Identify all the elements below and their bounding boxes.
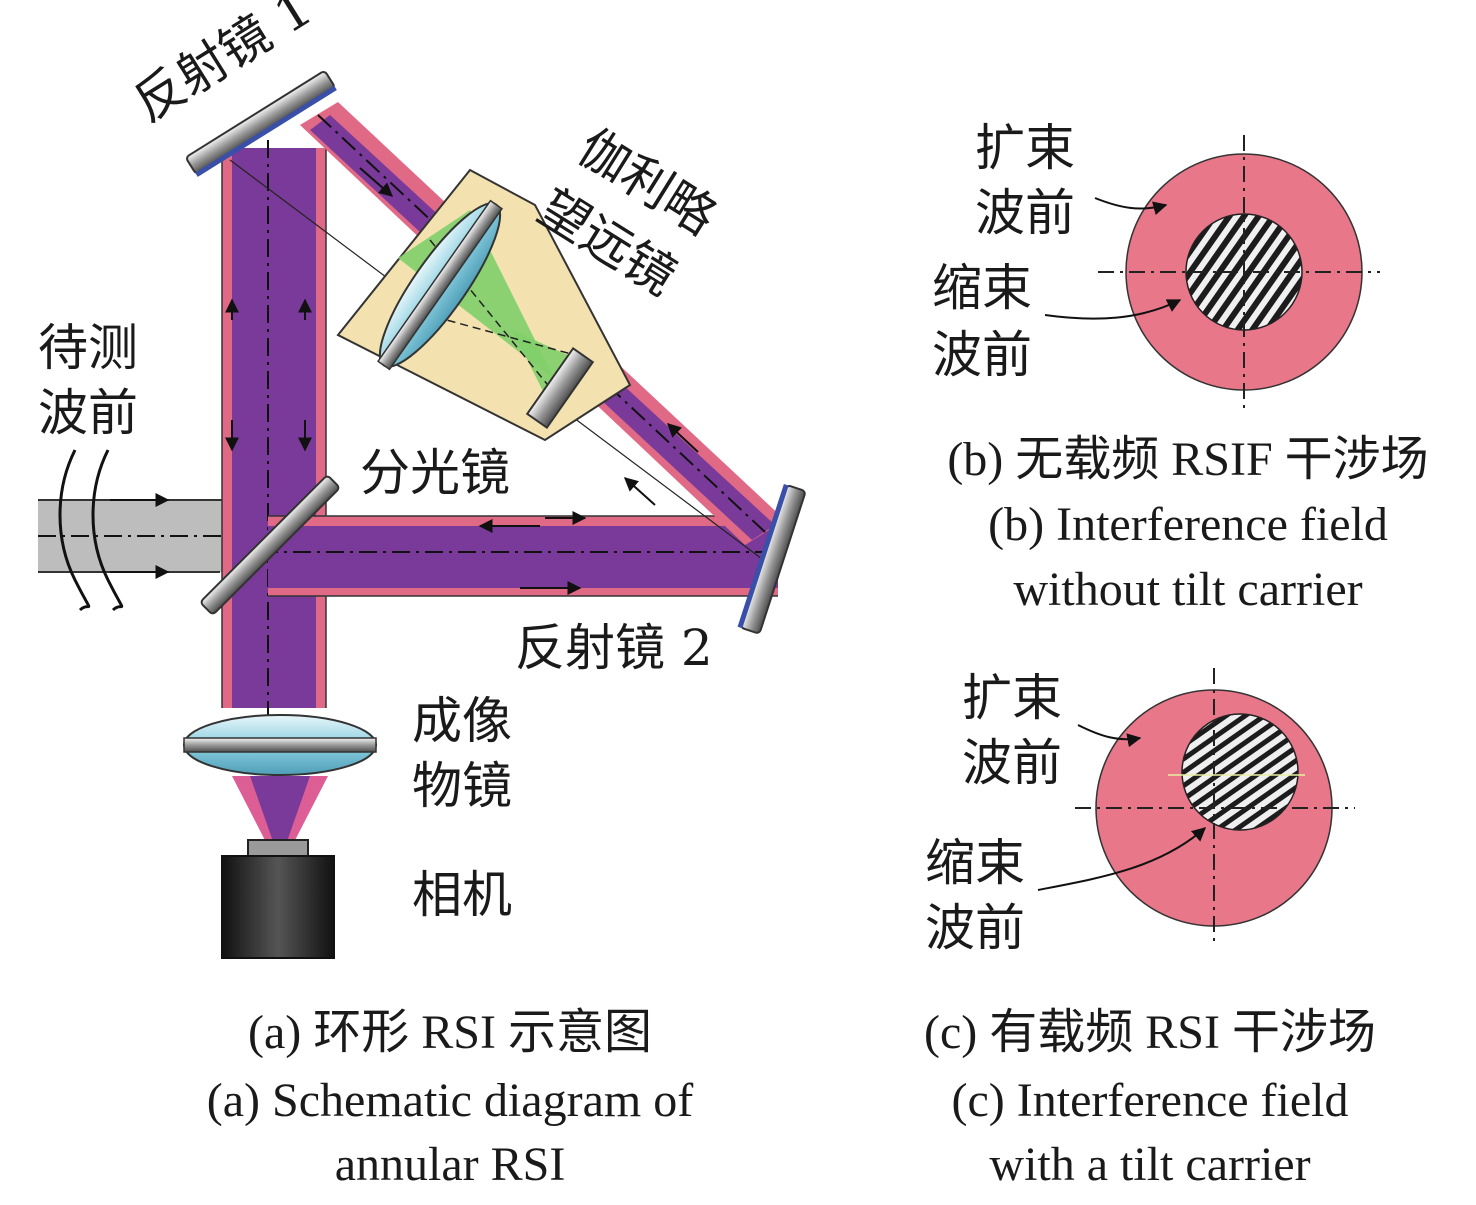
mirror-2[interactable] xyxy=(737,484,806,634)
galilean-telescope xyxy=(336,168,632,442)
caption-b-en-2: without tilt carrier xyxy=(1013,563,1362,616)
mirror-1[interactable] xyxy=(186,71,337,177)
caption-c-en-2: with a tilt carrier xyxy=(989,1138,1310,1191)
caption-a-en-2: annular RSI xyxy=(335,1138,566,1191)
label-c-contracted-line2: 波前 xyxy=(925,899,1025,957)
imaging-lens[interactable] xyxy=(183,714,377,850)
beamsplitter[interactable] xyxy=(200,475,340,615)
fringe-disk-c xyxy=(1181,713,1299,831)
label-imaging-line1: 成像 xyxy=(412,692,512,750)
caption-a-en-1: (a) Schematic diagram of xyxy=(207,1074,693,1127)
camera xyxy=(221,839,335,959)
label-test-wave-line2: 波前 xyxy=(38,384,138,442)
label-c-expanded-line2: 波前 xyxy=(962,734,1062,792)
label-b-expanded-line2: 波前 xyxy=(975,184,1075,242)
caption-c-en-1: (c) Interference field xyxy=(951,1074,1348,1127)
caption-b-en-1: (b) Interference field xyxy=(988,498,1388,551)
interference-field-b: 扩束 波前 缩束 波前 (b) 无载频 RSIF 干涉场 (b) Interfe… xyxy=(932,119,1429,616)
label-b-contracted-line1: 缩束 xyxy=(932,259,1032,317)
label-imaging-line2: 物镜 xyxy=(412,757,512,815)
label-test-wave-line1: 待测 xyxy=(38,319,138,377)
label-c-contracted-line1: 缩束 xyxy=(925,834,1025,892)
caption-a-cn: (a) 环形 RSI 示意图 xyxy=(248,1006,652,1059)
vertical-beam xyxy=(221,140,327,720)
interference-field-c: 扩束 波前 缩束 波前 (c) 有载频 RSI 干涉场 (c) Interfer… xyxy=(924,668,1376,1191)
schematic-a: 反射镜 1 反射镜 2 伽利略 望远镜 待测 波前 分光镜 成像 物镜 相机 (… xyxy=(38,0,806,1191)
label-b-expanded-line1: 扩束 xyxy=(975,119,1075,177)
label-b-contracted-line2: 波前 xyxy=(932,326,1032,384)
label-camera: 相机 xyxy=(412,866,512,924)
horizontal-beam xyxy=(260,511,780,597)
label-beamsplitter: 分光镜 xyxy=(360,444,510,502)
caption-b-cn: (b) 无载频 RSIF 干涉场 xyxy=(947,433,1428,486)
label-mirror-2: 反射镜 2 xyxy=(515,619,713,677)
label-c-expanded-line1: 扩束 xyxy=(962,669,1062,727)
caption-c-cn: (c) 有载频 RSI 干涉场 xyxy=(924,1006,1376,1059)
